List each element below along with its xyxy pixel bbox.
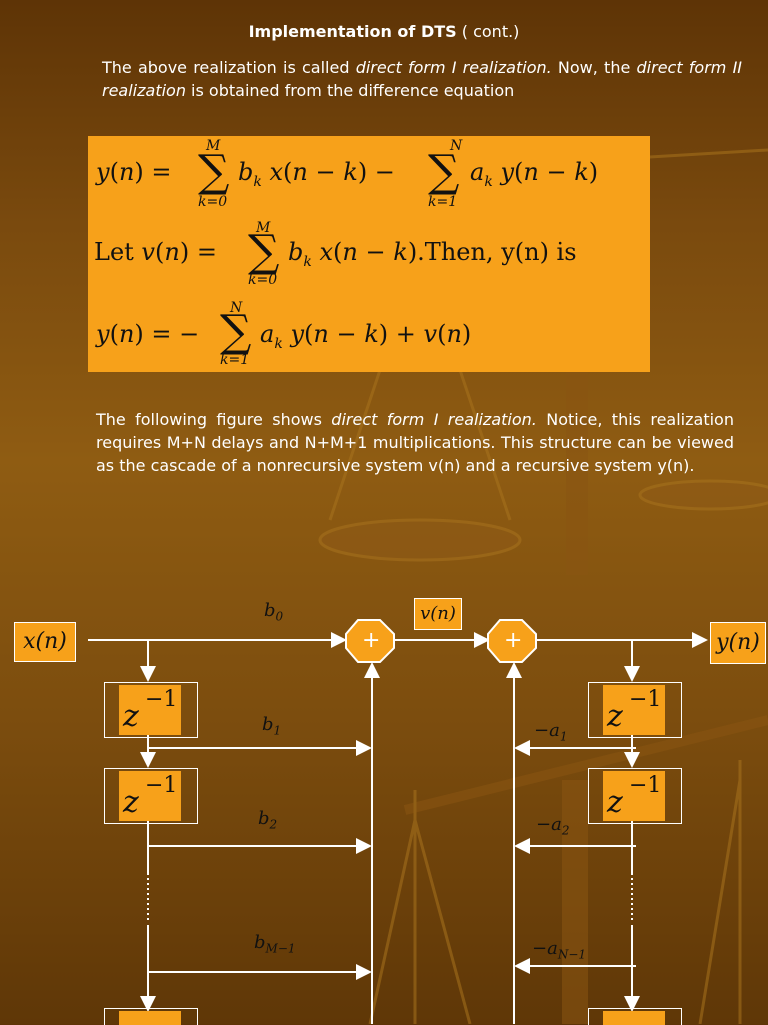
sigma-symbol: ∑ [198, 146, 230, 197]
limit-upper: N [450, 138, 463, 154]
delay-block: z −1 [588, 768, 682, 824]
adder-plus-left: + [362, 628, 381, 653]
coefficient-b1: b1 [262, 714, 282, 738]
equation-3: y(n) = − [96, 320, 200, 348]
coefficient-b2: b2 [258, 808, 278, 832]
adder-plus-right: + [504, 628, 523, 653]
equation-2: Let v(n) = [94, 238, 217, 266]
input-signal-label: x(n) [14, 622, 76, 662]
coefficient-a2: −a2 [536, 814, 570, 838]
intro-paragraph: The above realization is called direct f… [102, 58, 743, 100]
page-title: Implementation of DTS ( cont.) [248, 22, 520, 41]
limit-lower: k=0 [248, 272, 278, 288]
coefficient-aN-1: −aN−1 [532, 938, 587, 962]
limit-lower: k=0 [198, 194, 228, 210]
limit-lower: k=1 [220, 352, 250, 368]
delay-block: z −1 [588, 682, 682, 738]
limit-lower: k=1 [428, 194, 458, 210]
delay-block [104, 1008, 198, 1025]
delay-block [588, 1008, 682, 1025]
limit-upper: M [206, 138, 221, 154]
output-signal-label: y(n) [710, 622, 766, 664]
delay-block: z −1 [104, 682, 198, 738]
coefficient-bM-1: bM−1 [254, 932, 296, 956]
description-paragraph: The following figure shows direct form I… [96, 410, 734, 475]
equation-box: y(n) = M ∑ k=0 bk x(n − k) − N ∑ k=1 ak … [88, 136, 650, 372]
limit-upper: M [256, 220, 271, 236]
intermediate-signal-label: v(n) [414, 598, 462, 630]
limit-upper: N [230, 300, 243, 316]
coefficient-b0: b0 [264, 600, 284, 624]
equation-1: y(n) = [96, 158, 172, 186]
coefficient-a1: −a1 [534, 720, 568, 744]
sigma-symbol: ∑ [220, 306, 252, 357]
sigma-symbol: ∑ [428, 146, 460, 197]
delay-block: z −1 [104, 768, 198, 824]
sigma-symbol: ∑ [248, 226, 280, 277]
block-diagram [88, 619, 708, 1024]
